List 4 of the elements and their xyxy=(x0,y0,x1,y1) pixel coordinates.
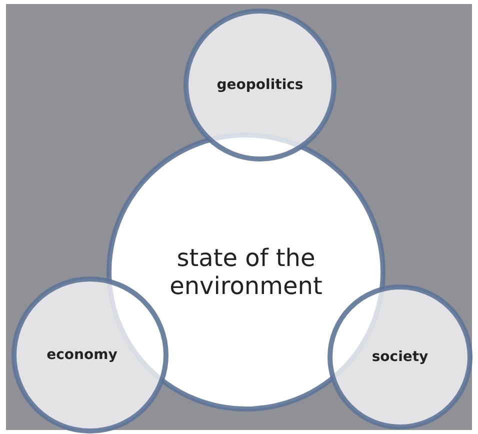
circle-label: state of the environment xyxy=(168,244,324,300)
circle-label: geopolitics xyxy=(216,77,304,93)
circle-label: economy xyxy=(46,347,118,363)
circle-label: society xyxy=(370,349,430,365)
